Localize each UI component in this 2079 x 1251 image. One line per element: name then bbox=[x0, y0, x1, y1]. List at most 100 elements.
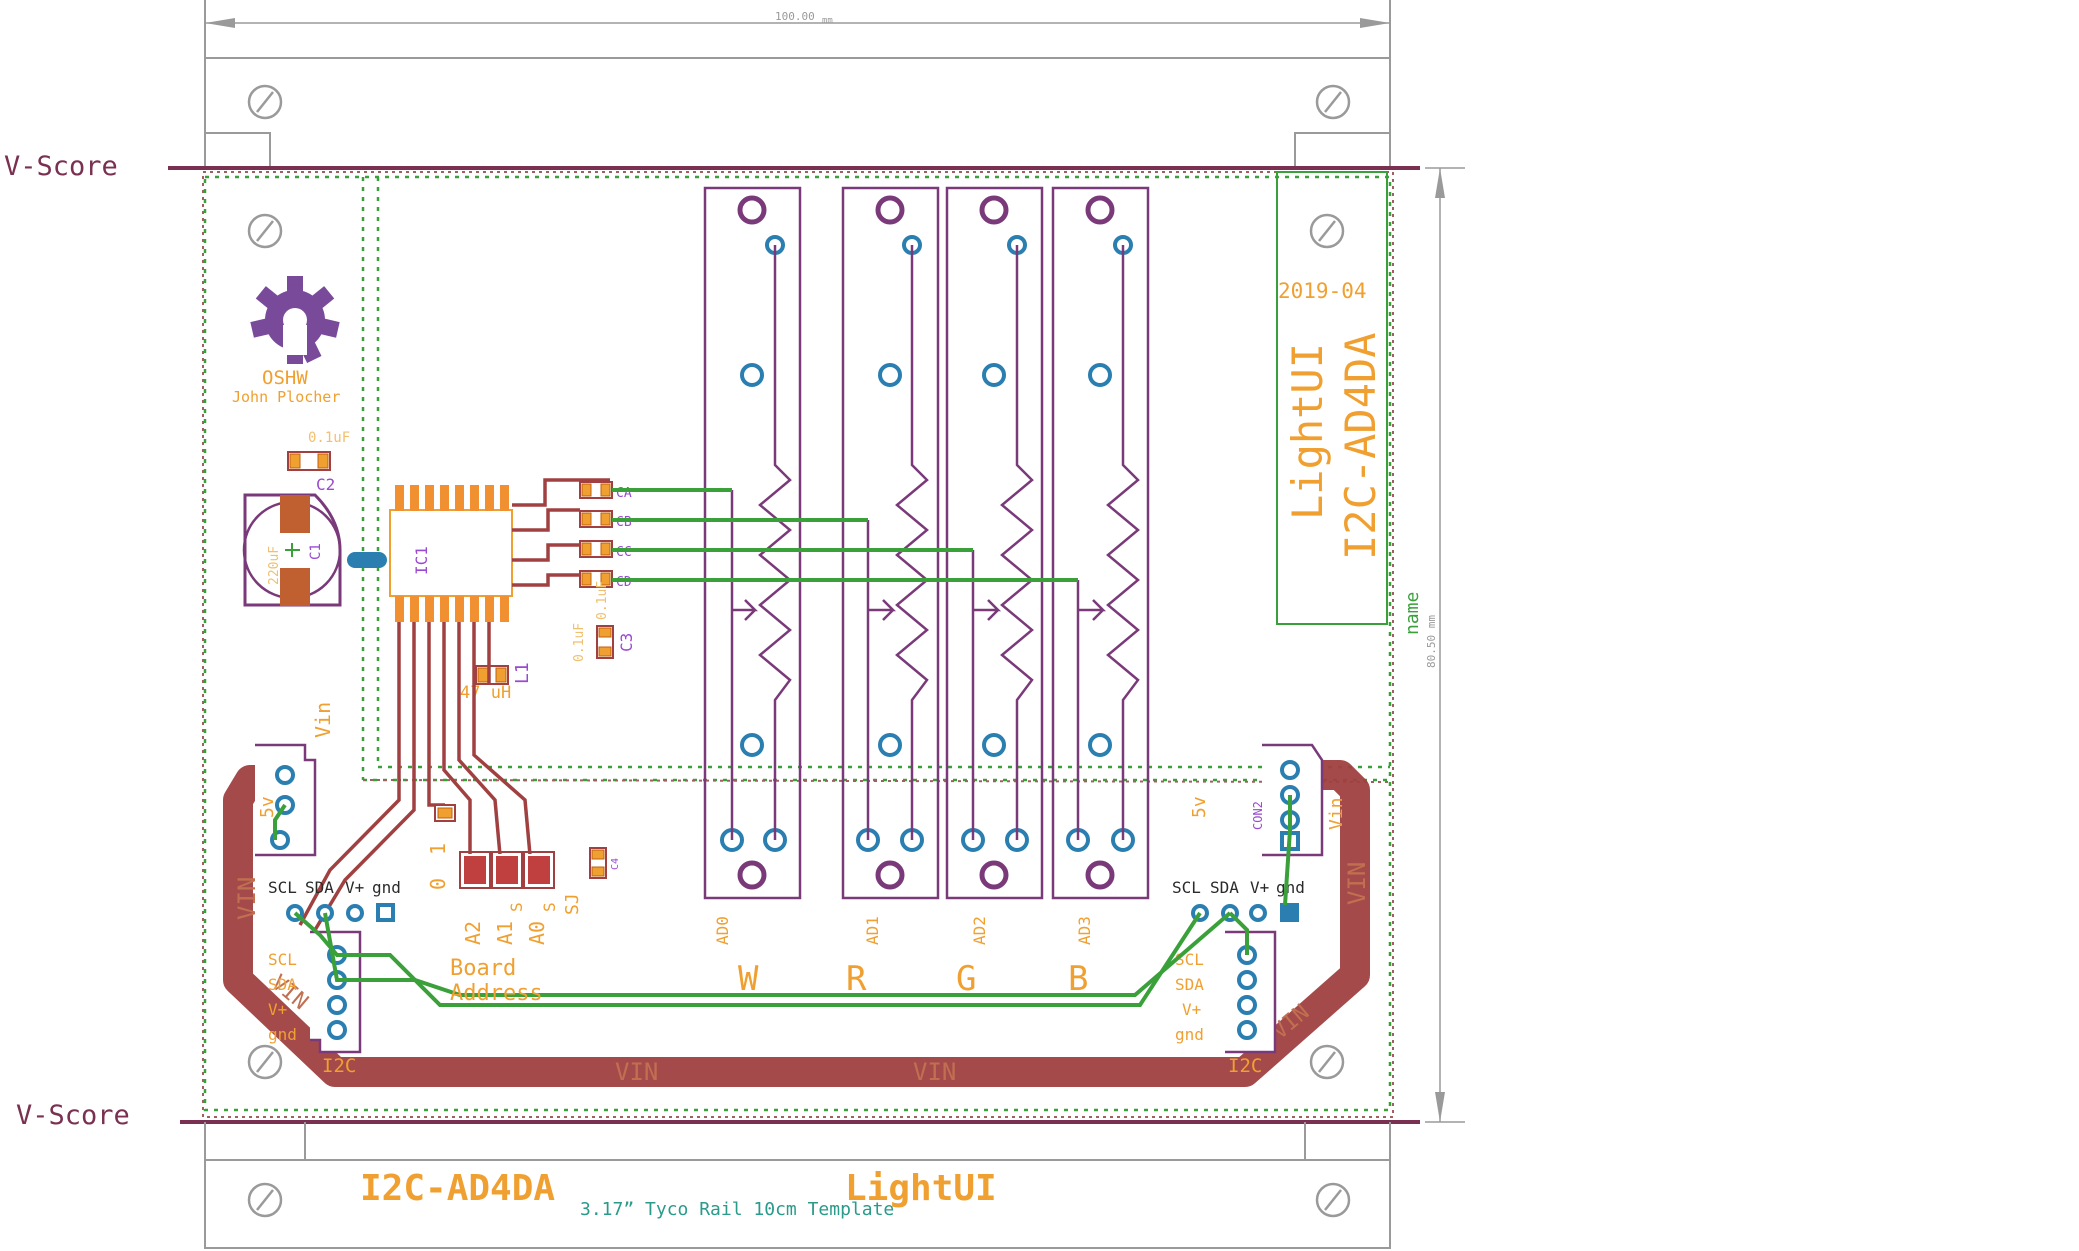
jumper-one: 1 bbox=[426, 843, 450, 855]
slider-channel-label: G bbox=[956, 959, 976, 999]
slider-id: AD1 bbox=[863, 916, 882, 945]
title-i2c-ad4da: I2C-AD4DA bbox=[1336, 332, 1385, 560]
i2c-pin-label: SDA bbox=[1175, 975, 1204, 994]
title-lightui: LightUI bbox=[1283, 343, 1332, 520]
width-unit: mm bbox=[822, 16, 833, 26]
i2c-label: I2C bbox=[322, 1055, 356, 1077]
header-pin-label: SDA bbox=[305, 878, 334, 897]
resistor-label: CC bbox=[616, 545, 632, 560]
top-traces-signals bbox=[612, 488, 1078, 582]
i2c-pin-label: SDA bbox=[268, 975, 297, 994]
header-left: SCL SDA V+ gnd bbox=[268, 878, 401, 922]
capacitor-c2: 0.1uF C2 bbox=[287, 430, 350, 494]
board-address-line2: Address bbox=[450, 981, 543, 1006]
slider-channel-label: B bbox=[1068, 959, 1088, 999]
author-label: John Plocher bbox=[232, 388, 340, 406]
left-5v-label: 5v bbox=[257, 796, 278, 818]
right-5v-label: 5v bbox=[1189, 796, 1210, 818]
mount-hole-inner-br bbox=[1309, 1044, 1345, 1080]
con2-label: CON2 bbox=[1251, 801, 1265, 830]
header-pin-label: V+ bbox=[1250, 878, 1269, 897]
bottom-traces bbox=[298, 478, 610, 931]
mount-hole-inner-bl bbox=[247, 1044, 283, 1080]
c3-value: 0.1uF bbox=[572, 623, 587, 662]
mount-hole-inner-tr bbox=[1309, 213, 1345, 249]
resistor-array: CA CB CC CD bbox=[579, 481, 632, 590]
mount-hole-bottom-left bbox=[247, 1182, 283, 1218]
slider-id: AD3 bbox=[1075, 916, 1094, 945]
vscore-top-label: V-Score bbox=[4, 151, 118, 182]
right-vin-label: Vin bbox=[1326, 797, 1347, 830]
slider-channel-label: R bbox=[846, 959, 867, 999]
resistor-label: CB bbox=[616, 515, 632, 530]
i2c-pin-label: V+ bbox=[268, 1000, 287, 1019]
i2c-pin-label: SCL bbox=[1175, 950, 1204, 969]
l1-name: L1 bbox=[512, 662, 533, 684]
i2c-pin-label: gnd bbox=[1175, 1025, 1204, 1044]
width-label: 100.00 bbox=[775, 10, 815, 23]
header-pin-label: V+ bbox=[345, 878, 364, 897]
jumper-s: S bbox=[507, 902, 526, 912]
footer-labels: I2C-AD4DA LightUI 3.17” Tyco Rail 10cm T… bbox=[360, 1168, 997, 1220]
header-right: SCL SDA V+ gnd bbox=[1172, 878, 1305, 922]
vin-label: VIN bbox=[1343, 862, 1371, 905]
slider-ad0: AD0 W bbox=[703, 186, 802, 999]
capacitor-c4: C4 bbox=[589, 847, 621, 879]
jumper-s: S bbox=[540, 902, 559, 912]
jumper-a0: A0 bbox=[525, 921, 549, 945]
i2c-pin-label: SCL bbox=[268, 950, 297, 969]
ic-ic1: IC1 bbox=[389, 485, 513, 622]
vscore-bottom-label: V-Score bbox=[16, 1100, 130, 1131]
oshw-logo: OSHW John Plocher bbox=[232, 276, 340, 406]
title-block: 2019-04 LightUI I2C-AD4DA name bbox=[1276, 171, 1423, 635]
name-label: name bbox=[1402, 592, 1423, 635]
vscore-top: V-Score bbox=[4, 151, 1420, 182]
inductor-l1: L1 47 uH bbox=[460, 662, 533, 703]
date-label: 2019-04 bbox=[1278, 279, 1367, 303]
c2-name: C2 bbox=[316, 475, 335, 494]
i2c-pin-label: gnd bbox=[268, 1025, 297, 1044]
jumper-zero: 0 bbox=[426, 878, 450, 890]
jumper-sj: SJ bbox=[562, 893, 583, 915]
height-label: 80.50 mm bbox=[1425, 615, 1438, 668]
oshw-label: OSHW bbox=[262, 367, 308, 389]
power-connector-left: Vin 5v bbox=[255, 702, 335, 857]
i2c-label: I2C bbox=[1228, 1055, 1262, 1077]
address-jumpers: 0 1 A2 A1 A0 S S SJ Board Address bbox=[426, 804, 583, 1006]
header-pin-label: SDA bbox=[1210, 878, 1239, 897]
mount-hole-top-right bbox=[1315, 84, 1351, 120]
mount-hole-top-left bbox=[247, 84, 283, 120]
mount-hole-bottom-right bbox=[1315, 1182, 1351, 1218]
vin-label: VIN bbox=[913, 1058, 956, 1086]
jumper-pill bbox=[347, 552, 387, 568]
board-outline bbox=[202, 171, 1394, 1118]
footer-board-name: I2C-AD4DA bbox=[360, 1168, 555, 1209]
c3-value2: 0.1uF bbox=[595, 581, 610, 620]
c1-name: C1 bbox=[308, 543, 324, 560]
slider-ad3: AD3 B bbox=[1051, 186, 1150, 999]
vin-label: VIN bbox=[615, 1058, 658, 1086]
slider-channel-label: W bbox=[738, 959, 759, 999]
header-pin-label: gnd bbox=[372, 878, 401, 897]
c1-value: 220uF bbox=[267, 546, 282, 585]
header-pin-label: gnd bbox=[1276, 878, 1305, 897]
i2c-pin-label: V+ bbox=[1182, 1000, 1201, 1019]
slider-id: AD2 bbox=[970, 916, 989, 945]
vscore-bottom: V-Score bbox=[16, 1100, 1420, 1131]
board-address-line1: Board bbox=[450, 956, 516, 981]
c3-name: C3 bbox=[617, 633, 636, 652]
slider-ad1: AD1 R bbox=[841, 186, 940, 999]
height-dimension: 80.50 mm bbox=[1425, 167, 1465, 1123]
footer-project-name: LightUI bbox=[845, 1168, 997, 1209]
bottom-panel bbox=[204, 1122, 1391, 1249]
vin-label: VIN bbox=[233, 877, 261, 920]
l1-value: 47 uH bbox=[460, 683, 511, 703]
capacitor-c1: 220uF C1 bbox=[242, 493, 342, 607]
slider-id: AD0 bbox=[713, 916, 732, 945]
jumper-a2: A2 bbox=[461, 921, 485, 945]
top-traces-i2c bbox=[293, 795, 1292, 1007]
header-pin-label: SCL bbox=[268, 878, 297, 897]
ic-name: IC1 bbox=[412, 546, 431, 575]
mount-hole-inner-tl bbox=[247, 213, 283, 249]
